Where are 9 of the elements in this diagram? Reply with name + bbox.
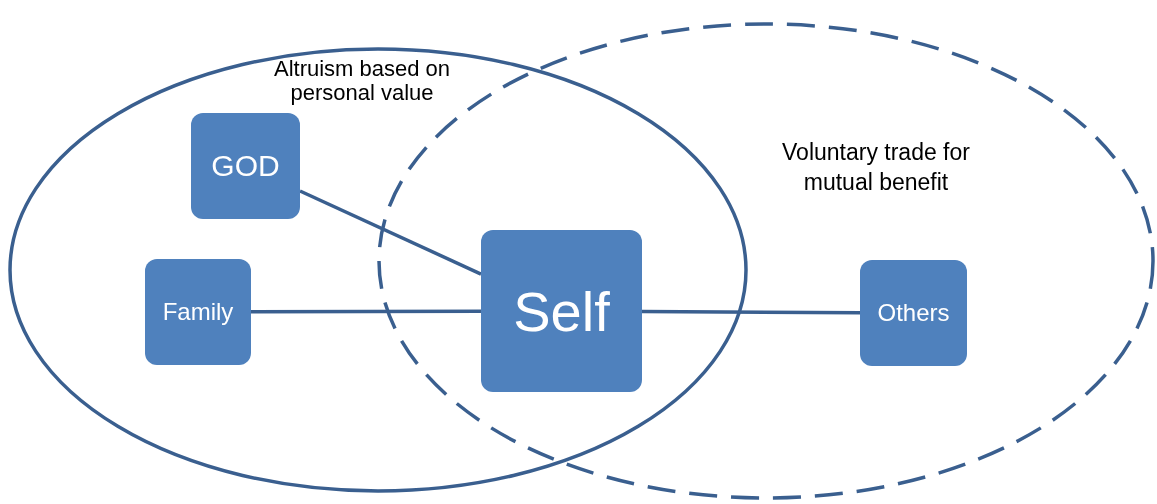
- connector-line: [642, 309, 860, 315]
- node-box: Family: [145, 259, 251, 365]
- region-label: Voluntary trade for mutual benefit: [781, 138, 971, 197]
- node-box: Others: [860, 260, 967, 366]
- node-box: GOD: [191, 113, 300, 219]
- node-box: Self: [481, 230, 642, 392]
- connector-line: [251, 309, 481, 314]
- region-label: Altruism based on personal value: [272, 57, 452, 106]
- connector-line: [299, 189, 482, 276]
